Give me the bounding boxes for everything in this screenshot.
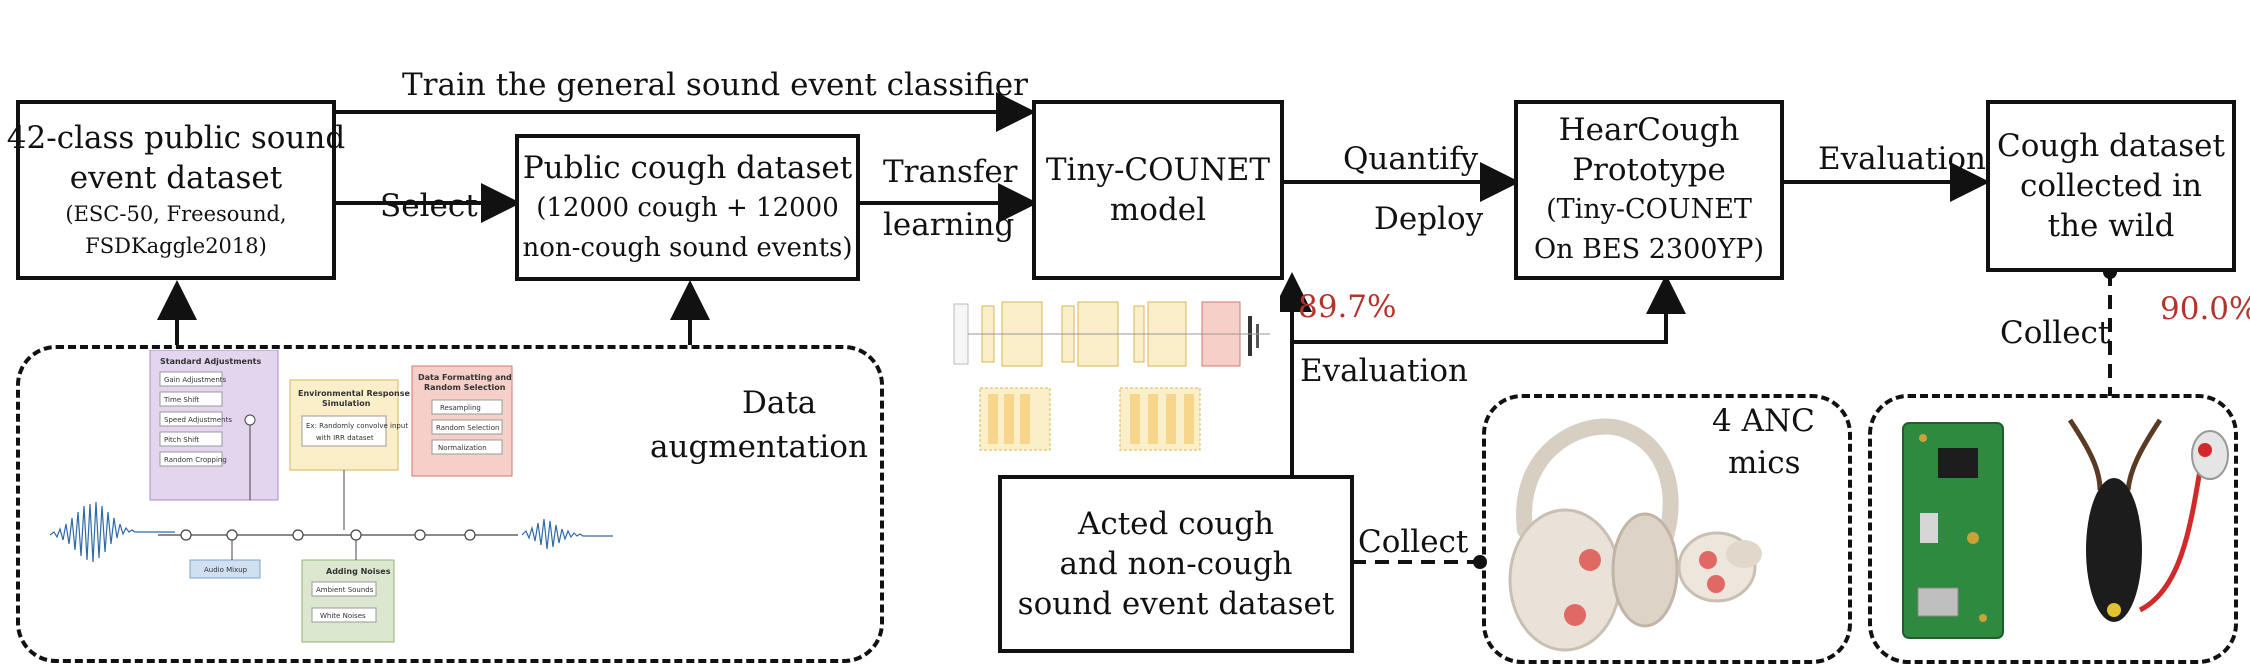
public-sound-sub-1: (ESC-50, Freesound, [65,202,287,226]
wild-devices-panel [1868,394,2238,664]
prototype-sub-1: (Tiny-COUNET [1546,194,1752,225]
edge-label-quantify: Quantify [1343,141,1479,177]
edge-label-transfer-1: Transfer [883,154,1018,190]
env-body-1: Ex: Randomly convolve input [306,422,408,430]
wild-title-1: Cough dataset [1997,128,2225,164]
input-waveform [49,501,175,563]
acted-cough-dataset-box: Acted cough and non-cough sound event da… [998,475,1354,653]
edge-evaluation-bottom [1292,274,1686,344]
earbud-icon [1677,531,1762,603]
acted-title-2: and non-cough [1059,546,1293,582]
public-sound-title-1: 42-class public sound [6,120,346,156]
format-title-1: Data Formatting and [418,373,512,382]
format-item-1: Random Selection [436,424,499,432]
pendant-mic-icon [2067,418,2229,622]
wild-accuracy: 90.0% [2160,291,2250,327]
noise-item-1: White Noises [320,612,366,620]
anc-devices-panel [1482,394,1852,664]
env-body-2: with IRR dataset [316,434,374,442]
hearcough-prototype-box: HearCough Prototype (Tiny-COUNET On BES … [1514,100,1784,280]
edge-label-collect-right: Collect [2000,315,2111,351]
edge-label-evaluation-bottom: Evaluation [1300,353,1468,389]
edge-label-transfer-2: learning [883,207,1015,243]
edge-label-train: Train the general sound event classifier [402,67,1028,103]
standard-item-0: Gain Adjustments [164,376,227,384]
prototype-title-1: HearCough [1558,112,1740,148]
anc-label-1: 4 ANC [1712,403,1815,439]
public-cough-sub-2: non-cough sound events) [522,232,853,263]
public-cough-dataset-box: Public cough dataset (12000 cough + 1200… [515,134,860,281]
format-item-2: Normalization [438,444,487,452]
prototype-sub-2: On BES 2300YP) [1534,234,1764,265]
standard-item-1: Time Shift [163,396,200,404]
public-sound-sub-2: FSDKaggle2018) [85,234,267,258]
standard-items: Gain Adjustments Time Shift Speed Adjust… [159,371,232,467]
wild-cough-dataset-box: Cough dataset collected in the wild [1986,100,2236,272]
env-title-2: Simulation [322,399,371,408]
data-augmentation-panel [16,345,884,663]
circuit-board-icon [1902,422,2004,639]
tiny-counet-model-box: Tiny-COUNET model [1032,100,1284,280]
wild-title-3: the wild [2047,208,2175,244]
model-accuracy: 89.7% [1298,289,1397,325]
augmentation-label-1: Data [742,385,817,421]
wild-title-2: collected in [2020,168,2202,204]
prototype-title-2: Prototype [1572,152,1726,188]
public-cough-sub-1: (12000 cough + 12000 [536,192,839,223]
format-title-2: Random Selection [424,383,506,392]
format-item-0: Resampling [440,404,481,412]
edge-label-collect-left: Collect [1358,524,1469,560]
network-diagram-icon [940,296,1280,456]
standard-item-2: Speed Adjustments [164,416,232,424]
standard-item-4: Random Cropping [164,456,227,464]
output-waveform [521,518,613,550]
noise-item-0: Ambient Sounds [316,586,374,594]
augmentation-pipeline-figure: Standard Adjustments Gain Adjustments Ti… [49,350,613,643]
public-sound-dataset-box: 42-class public sound event dataset (ESC… [7,100,345,280]
env-title-1: Environmental Response [298,389,410,398]
noise-title: Adding Noises [326,567,391,576]
mixup-label: Audio Mixup [204,566,248,574]
public-sound-title-2: event dataset [69,160,283,196]
standard-title: Standard Adjustments [160,357,261,366]
standard-item-3: Pitch Shift [164,436,199,444]
edge-label-deploy: Deploy [1374,201,1484,237]
anc-label-2: mics [1728,445,1801,481]
acted-title-1: Acted cough [1077,506,1275,542]
public-cough-title: Public cough dataset [522,149,853,186]
augmentation-label-2: augmentation [650,429,868,465]
edge-label-evaluation-top: Evaluation [1818,141,1986,177]
edge-label-select: Select [380,188,478,224]
acted-title-3: sound event dataset [1017,586,1335,622]
headphones-icon [1508,418,1679,652]
model-title-2: model [1109,192,1207,228]
model-title-1: Tiny-COUNET [1045,152,1271,188]
